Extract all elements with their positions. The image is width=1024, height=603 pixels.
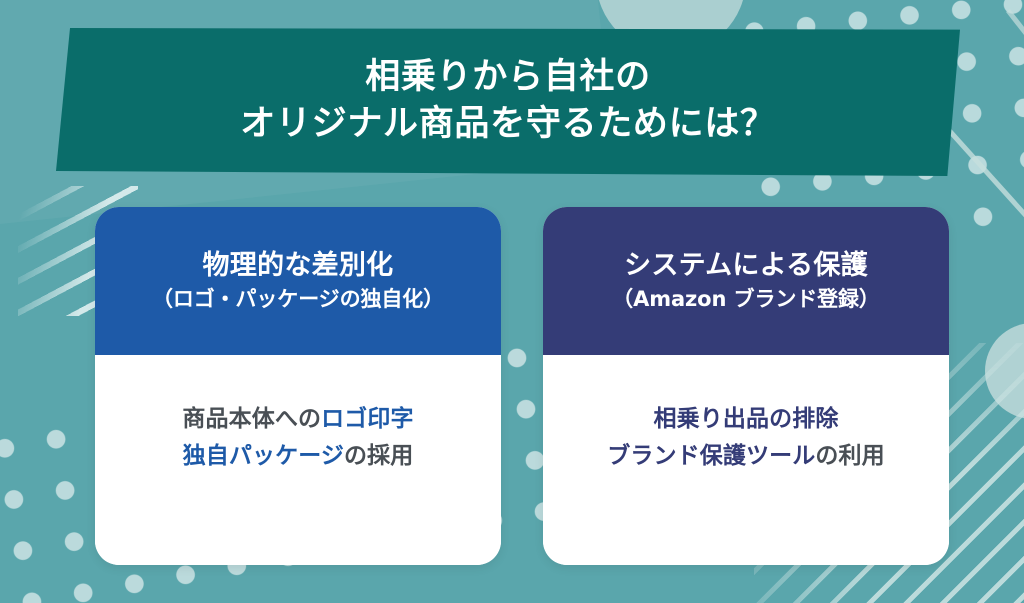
- card-title-physical-differentiation: 物理的な差別化: [202, 249, 394, 281]
- card-group: 物理的な差別化 （ロゴ・パッケージの独自化） 商品本体へのロゴ印字 独自パッケー…: [95, 207, 949, 565]
- card-body-line: 商品本体へのロゴ印字: [182, 401, 413, 438]
- diagonal-line-top-right: [940, 120, 1024, 296]
- body-text-plain-after: の利用: [815, 443, 885, 470]
- title-line-2: オリジナル商品を守るためには？: [240, 104, 776, 144]
- card-header-system-protection: システムによる保護 （Amazon ブランド登録）: [543, 207, 949, 355]
- card-body-system-protection: 相乗り出品の排除 ブランド保護ツールの利用: [543, 355, 949, 565]
- card-body-line: 独自パッケージの採用: [183, 438, 414, 475]
- card-header-physical-differentiation: 物理的な差別化 （ロゴ・パッケージの独自化）: [95, 207, 501, 355]
- title-text: 相乗りから自社の オリジナル商品を守るためには？: [240, 54, 776, 149]
- title-line-1: 相乗りから自社の: [365, 56, 651, 97]
- card-body-line: 相乗り出品の排除: [654, 401, 839, 438]
- card-subtitle-system-protection: （Amazon ブランド登録）: [612, 286, 880, 311]
- card-subtitle-physical-differentiation: （ロゴ・パッケージの独自化）: [151, 286, 445, 311]
- diagonal-line-top-right-2: [1006, 8, 1024, 131]
- body-text-plain-after: の採用: [344, 443, 414, 470]
- card-body-physical-differentiation: 商品本体へのロゴ印字 独自パッケージの採用: [95, 355, 501, 565]
- card-physical-differentiation: 物理的な差別化 （ロゴ・パッケージの独自化） 商品本体へのロゴ印字 独自パッケー…: [95, 207, 501, 565]
- card-system-protection: システムによる保護 （Amazon ブランド登録） 相乗り出品の排除 ブランド保…: [543, 207, 949, 565]
- body-text-accent: ブランド保護ツール: [607, 443, 816, 470]
- body-text-accent: ロゴ印字: [321, 406, 414, 432]
- body-text-accent: 独自パッケージ: [182, 443, 344, 470]
- body-text-accent: 相乗り出品の排除: [653, 406, 839, 432]
- title-banner: 相乗りから自社の オリジナル商品を守るためには？: [56, 28, 960, 176]
- body-text-plain: 商品本体への: [182, 406, 322, 432]
- card-body-line: ブランド保護ツールの利用: [607, 438, 884, 475]
- card-title-system-protection: システムによる保護: [624, 249, 868, 281]
- circle-decoration-right: [985, 323, 1024, 419]
